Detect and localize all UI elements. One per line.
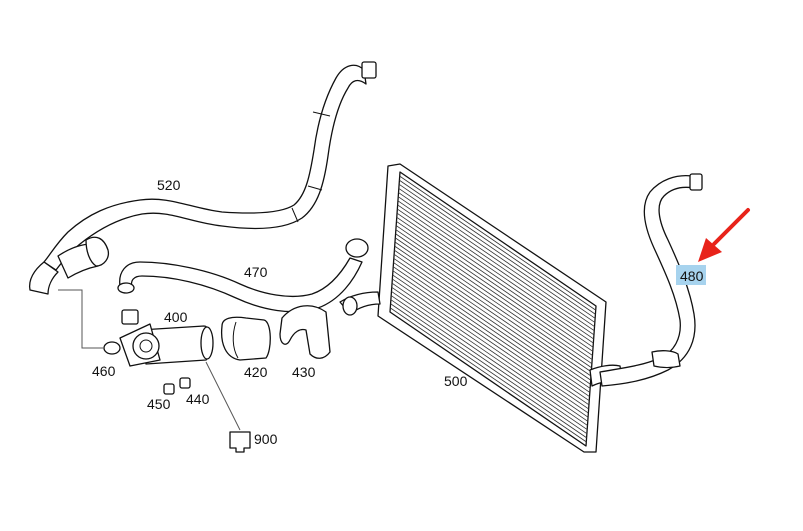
leader-460 (58, 289, 104, 349)
hose-470-clamp-left (117, 282, 135, 294)
holder-430[interactable] (279, 305, 331, 359)
label-900: 900 (254, 431, 278, 447)
radiator-fin (391, 282, 589, 418)
connector-900[interactable] (229, 431, 251, 453)
label-500: 500 (444, 373, 468, 389)
radiator-fin (398, 188, 596, 323)
clamp-460[interactable] (103, 341, 121, 355)
label-470: 470 (244, 264, 268, 280)
highlight-arrow (698, 208, 750, 262)
bolt-450[interactable] (163, 383, 175, 395)
radiator-fin (395, 233, 592, 369)
label-480-highlight (676, 265, 706, 285)
label-400: 400 (164, 309, 188, 325)
radiator-fin (394, 245, 591, 381)
radiator-fin (397, 204, 594, 340)
leader-900 (205, 361, 241, 431)
label-440: 440 (186, 391, 210, 407)
radiator-fin (398, 192, 595, 327)
radiator-fin (390, 307, 587, 443)
radiator-fin (390, 295, 588, 430)
radiator-fin (392, 270, 590, 406)
label-420: 420 (244, 364, 268, 380)
radiator-fin (391, 291, 588, 426)
radiator-fin (399, 179, 596, 315)
label-460: 460 (92, 363, 116, 379)
radiator-fin (397, 200, 595, 336)
radiator-fin (398, 196, 595, 332)
radiator-fin (396, 212, 594, 348)
label-520: 520 (157, 177, 181, 193)
radiator-fin (390, 299, 588, 434)
radiator-fin (394, 241, 592, 377)
hose-480-clamp-top (689, 173, 703, 191)
radiator-fin (397, 208, 594, 344)
radiator-fin (398, 184, 596, 319)
bracket-420[interactable] (220, 316, 271, 361)
radiator-fin (396, 216, 593, 352)
radiator-fin (393, 258, 591, 393)
hose-480-clamp-bottom (651, 350, 681, 369)
hose-520[interactable] (28, 61, 377, 295)
radiator-fin (396, 221, 593, 356)
label-480: 480 (680, 268, 704, 284)
radiator-fin (391, 286, 588, 422)
radiator-fin (394, 249, 591, 385)
hose-520-clamp (361, 61, 377, 79)
radiator-fin (393, 254, 591, 389)
radiator-fins (390, 175, 596, 443)
label-430: 430 (292, 364, 316, 380)
hose-480[interactable] (599, 173, 703, 387)
radiator-fin (393, 262, 590, 397)
hose-470[interactable] (117, 238, 369, 313)
radiator-500[interactable] (339, 163, 623, 453)
radiator-fin (390, 303, 587, 439)
nut-440[interactable] (179, 377, 191, 389)
radiator-fin (393, 266, 590, 402)
radiator-fin (395, 237, 592, 373)
radiator-fin (392, 274, 589, 410)
radiator-fin (395, 225, 593, 360)
water-pump-400[interactable] (119, 309, 214, 367)
radiator-fin (399, 175, 596, 311)
hose-470-clamp-right (345, 238, 369, 258)
radiator-fin (392, 278, 589, 414)
label-450: 450 (147, 396, 171, 412)
radiator-fin (395, 229, 593, 364)
